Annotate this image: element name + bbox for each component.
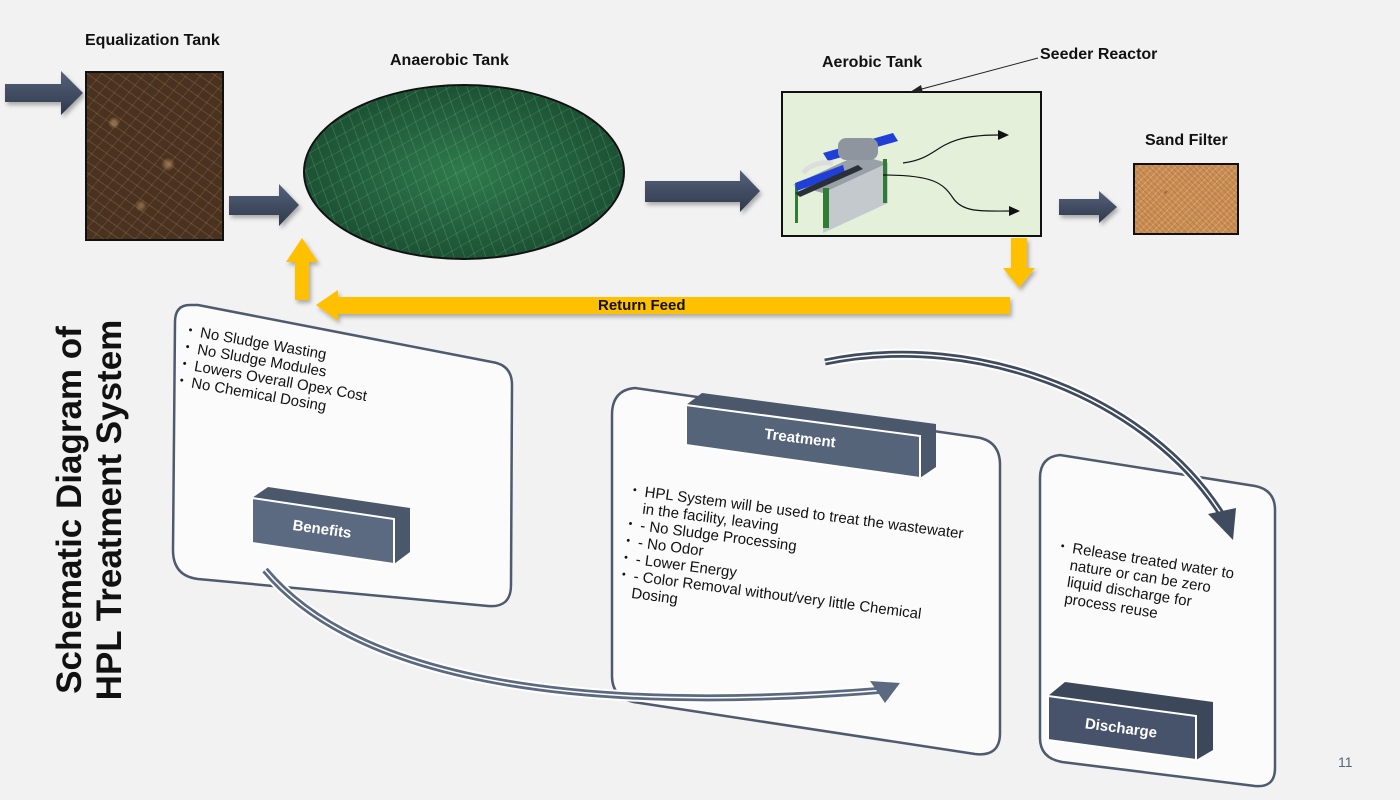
flow-arrow-eq-to-anaerobic (229, 184, 299, 226)
return-feed-arrows (286, 238, 1035, 321)
seeder-reactor-label: Seeder Reactor (1040, 46, 1158, 63)
flow-arrow-aerobic-to-sand (1059, 191, 1117, 223)
return-feed-arrow (316, 290, 1010, 321)
sand-filter (1133, 163, 1239, 235)
benefits-to-treatment-arrow (260, 566, 900, 704)
treatment-to-discharge-arrow (823, 348, 1236, 540)
return-feed-label: Return Feed (598, 297, 686, 314)
treatment-pill-shape (685, 393, 936, 480)
anaerobic-tank-label: Anaerobic Tank (390, 52, 509, 69)
sand-filter-label: Sand Filter (1145, 132, 1228, 149)
flow-arrow-anaerobic-to-aerobic (645, 170, 760, 212)
seeder-pointer-line (917, 57, 1039, 91)
page-number: 11 (1338, 754, 1353, 770)
equalization-tank (85, 71, 224, 241)
seeder-reactor-illustration (793, 130, 1020, 233)
benefits-pill-shape (251, 487, 410, 566)
discharge-pill-shape (1047, 682, 1213, 762)
aerobic-tank (781, 91, 1042, 237)
equalization-tank-label: Equalization Tank (85, 32, 220, 49)
anaerobic-tank (303, 84, 625, 260)
aerobic-tank-label: Aerobic Tank (822, 54, 923, 71)
seeder-pointer-arrowhead (910, 85, 923, 93)
return-down-arrow (1003, 238, 1035, 288)
return-up-arrow (286, 238, 318, 300)
inlet-arrow (5, 71, 83, 115)
